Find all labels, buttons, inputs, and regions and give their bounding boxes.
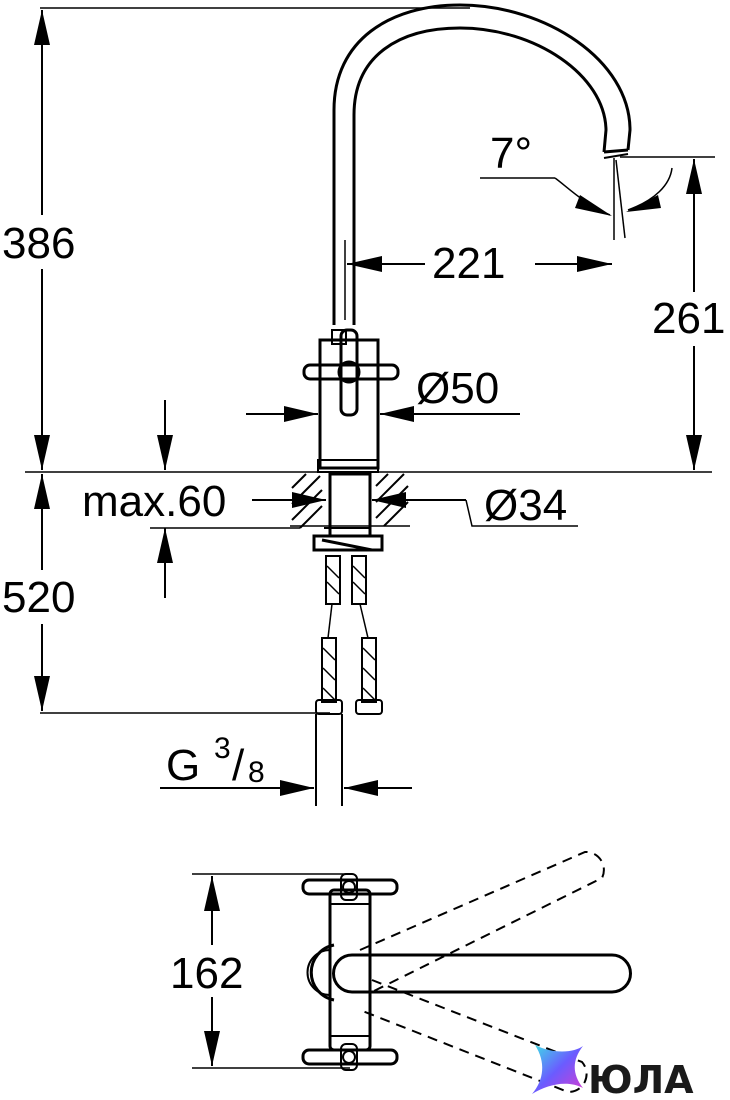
dimension-label-221: 221	[432, 239, 505, 288]
dimension-221: 221	[344, 238, 612, 320]
brand-name: ЮЛА	[588, 1058, 694, 1100]
dimension-520: 520	[0, 474, 92, 711]
spout	[332, 3, 632, 325]
dimension-label-386: 386	[2, 219, 75, 268]
dimension-label-angle: 7°	[490, 129, 532, 178]
swivel-range	[359, 850, 605, 1094]
dimension-label-34: Ø34	[484, 481, 567, 530]
dimension-label-connection-slash: /	[232, 741, 245, 790]
dimension-label-connection-den: 8	[248, 756, 265, 789]
dimension-label-162: 162	[170, 949, 243, 998]
top-view: 162	[168, 850, 632, 1094]
dimension-label-50: Ø50	[416, 364, 499, 413]
dimension-connection: G 3 / 8	[160, 732, 412, 796]
star-sparkle-icon	[532, 1045, 583, 1094]
dimension-label-261: 261	[652, 294, 725, 343]
dimension-angle: 7°	[480, 129, 673, 240]
dimension-label-520: 520	[2, 573, 75, 622]
side-view: 386 520 261	[0, 3, 730, 806]
dimension-label-connection-g: G	[166, 741, 200, 790]
faucet-body	[302, 328, 400, 473]
supply-hoses	[315, 555, 383, 806]
dimension-max-60: max.60	[80, 400, 326, 598]
dimension-386: 386	[0, 10, 92, 470]
dimension-diameter-50: Ø50	[246, 364, 520, 422]
dimension-label-max-60: max.60	[82, 477, 226, 526]
dimension-diameter-34: Ø34	[372, 481, 578, 530]
brand-logo: ЮЛА	[532, 1045, 694, 1100]
dimension-162: 162	[168, 876, 258, 1066]
dimension-label-connection-num: 3	[214, 732, 231, 765]
countertop-section	[290, 472, 410, 552]
dimension-261: 261	[620, 156, 730, 470]
